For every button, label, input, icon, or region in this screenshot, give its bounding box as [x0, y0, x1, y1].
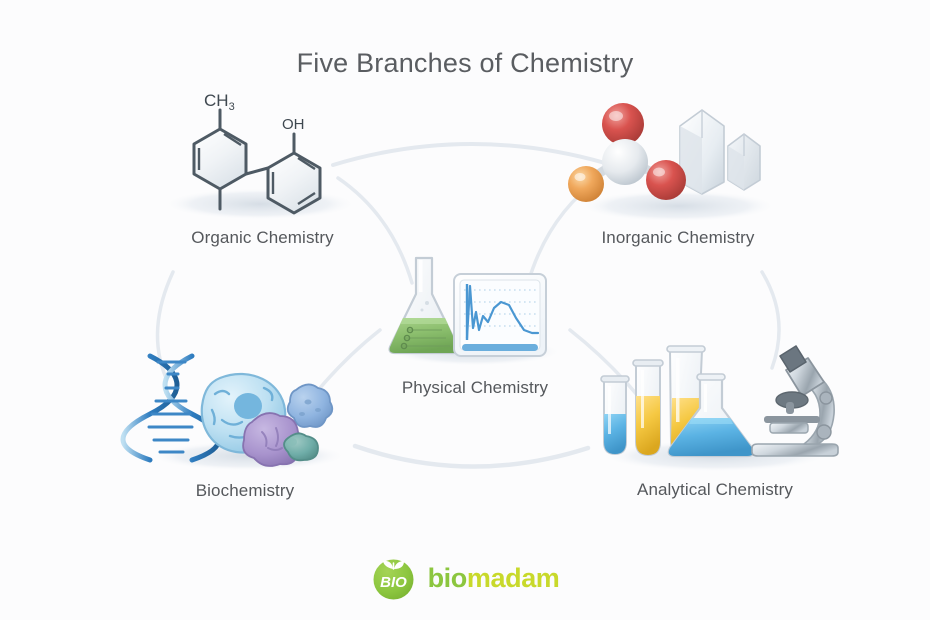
svg-text:BIO: BIO — [380, 574, 407, 591]
branch-label-physical: Physical Chemistry — [401, 378, 549, 397]
dna-cell-protein-icon — [120, 353, 348, 471]
branch-node-physical[interactable]: Physical Chemistry — [370, 250, 580, 415]
branch-label-biochemistry: Biochemistry — [195, 481, 295, 500]
protein-blue-icon — [286, 383, 334, 428]
biphenyl-molecule-icon: CH3 OH — [162, 91, 358, 220]
brand-logo[interactable]: BIO biomadam — [0, 556, 930, 601]
flask-spectrum-icon — [387, 256, 563, 366]
molecule-crystals-icon — [568, 103, 778, 222]
atom-orange — [568, 166, 604, 202]
branch-label-organic: Organic Chemistry — [191, 228, 334, 247]
erlenmeyer-flask-icon — [388, 256, 460, 355]
node-shadow — [578, 190, 778, 222]
crystal-large-icon — [679, 109, 725, 195]
test-tube-yellow-icon — [632, 359, 664, 457]
test-tube-blue-icon — [600, 375, 630, 456]
atom-center-white — [602, 139, 648, 185]
node-shadow — [162, 188, 358, 220]
atom-red-right — [646, 160, 686, 200]
test-tubes-microscope-icon — [600, 345, 839, 472]
flask-blue-icon — [667, 373, 755, 458]
crystal-small-icon — [727, 133, 761, 191]
branch-node-inorganic[interactable]: Inorganic Chemistry — [548, 96, 808, 261]
branch-label-analytical: Analytical Chemistry — [637, 480, 793, 499]
cell-nucleus — [234, 393, 262, 419]
page-title: Five Branches of Chemistry — [296, 48, 634, 78]
branch-node-biochemistry[interactable]: Biochemistry — [120, 348, 360, 513]
dna-helix-icon — [120, 353, 222, 463]
bio-badge-icon: BIO — [373, 559, 414, 600]
brand-word-madam: madam — [466, 563, 560, 593]
branch-node-organic[interactable]: CH3 OH Organic Chemistry — [140, 91, 385, 261]
brand-wordmark: biomadam — [428, 565, 560, 592]
connector-biochemistry-analytical — [352, 443, 591, 469]
atom-red-top — [602, 103, 644, 145]
brand-word-bio: bio — [427, 563, 468, 593]
microscope-icon — [751, 345, 839, 457]
spectrum-chart-panel — [453, 273, 547, 357]
phenol-ring — [266, 132, 322, 215]
hydroxyl-label: OH — [282, 116, 305, 133]
protein-teal-icon — [283, 432, 319, 462]
methyl-label: CH3 — [204, 91, 235, 113]
branch-label-inorganic: Inorganic Chemistry — [601, 228, 755, 247]
branch-node-analytical[interactable]: Analytical Chemistry — [580, 338, 850, 513]
